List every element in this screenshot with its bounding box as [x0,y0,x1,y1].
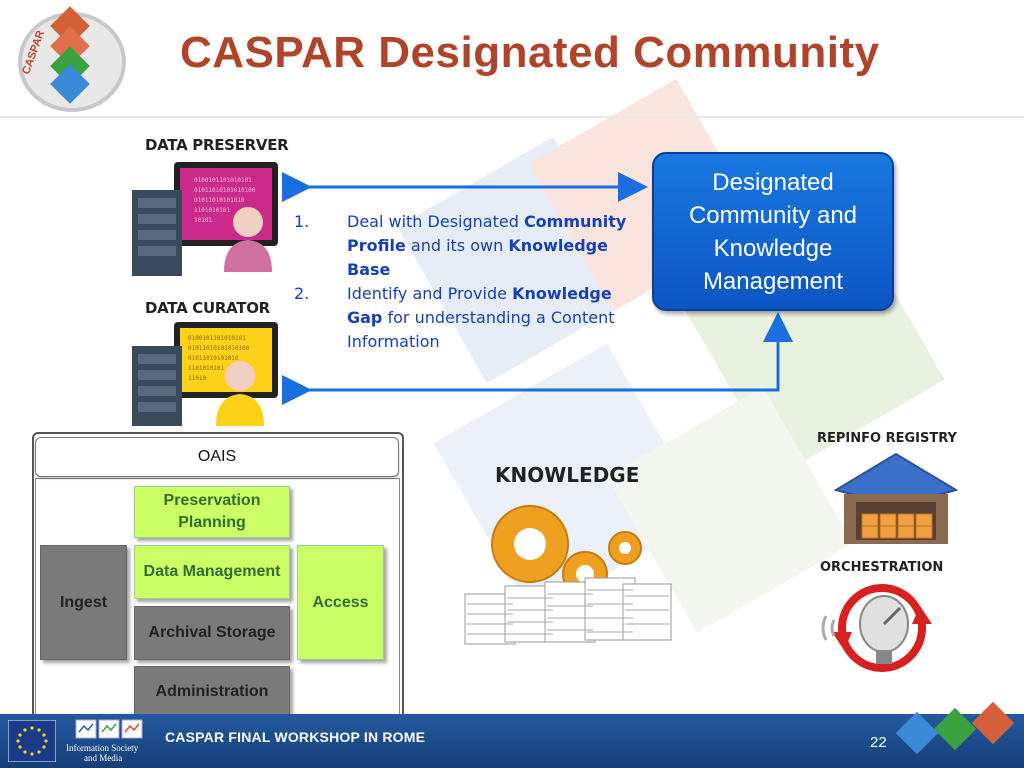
binary-row-1b: 0100101101010101 [188,335,246,342]
oais-header: OAIS [35,437,399,477]
preservation-planning-box: Preservation Planning [134,486,290,538]
repinfo-registry-label: REPINFO REGISTRY [817,431,957,446]
orchestration-label: ORCHESTRATION [820,560,944,575]
data-curator-icon: 0100101101010101 01011010101010100 01011… [132,322,278,426]
list-emphasis: Community Profile [347,212,627,255]
info-society-line-1: Information Society [66,743,139,753]
dc-line-4: Management [702,267,844,295]
list-number: 2. [294,284,310,303]
knowledge-label: KNOWLEDGE [495,463,640,487]
dc-line-3: Knowledge [713,234,833,262]
knowledge-icon [464,505,672,645]
ingest-box: Ingest [40,545,127,660]
eu-flag-icon [8,720,56,762]
binary-row-2b: 01011010101010100 [188,345,250,352]
list-item: 2. Identify and Provide Knowledge Gap fo… [294,282,639,354]
binary-row-3b: 01011010101010 [188,355,239,362]
information-society-text: Information Society and Media [66,743,138,763]
responsibilities-list: 1. Deal with Designated Community Profil… [294,210,639,354]
access-box: Access [297,545,384,660]
list-text: Identify and Provide [347,284,513,303]
dc-line-2: Community and [688,201,858,229]
binary-row-4b: 1101010101 [188,365,225,372]
list-emphasis: Knowledge Base [347,236,608,279]
list-text: Deal with Designated [347,212,524,231]
footer-bar [0,714,1024,768]
list-text: for understanding a Content Information [347,308,615,351]
curator-dc-arrow [282,312,793,405]
list-emphasis: Knowledge Gap [347,284,612,327]
list-number: 1. [294,212,310,231]
slide-title: CASPAR Designated Community [180,28,880,77]
information-society-logo-icon [75,719,143,739]
data-management-box: Data Management [134,545,290,599]
binary-row-1: 0100101101010101 [194,177,252,184]
binary-row-6b: 11010 [188,375,206,382]
caspar-logo: CASPAR [18,6,126,112]
orchestration-icon [821,584,932,672]
list-text: and its own [405,236,509,255]
dc-line-1: Designated [712,168,834,196]
archival-storage-box: Archival Storage [134,606,290,660]
info-society-line-2: and Media [84,753,123,763]
list-item: 1. Deal with Designated Community Profil… [294,210,639,282]
administration-box: Administration [134,666,290,718]
designated-community-box: Designated Community and Knowledge Manag… [652,152,894,311]
footer-diamonds-icon [895,701,1015,755]
binary-row-3: 01011010101010 [194,197,245,204]
binary-row-4: 1101010101 [194,207,231,214]
footer-workshop-text: CASPAR FINAL WORKSHOP IN ROME [165,729,426,745]
data-preserver-label: DATA PRESERVER [145,136,289,154]
binary-row-5: 10101 [194,217,212,224]
data-curator-label: DATA CURATOR [145,299,270,317]
page-number: 22 [870,734,887,751]
binary-row-2: 01011010101010100 [194,187,256,194]
repinfo-registry-icon [833,452,959,544]
data-preserver-icon: 0100101101010101 01011010101010100 01011… [132,162,278,276]
